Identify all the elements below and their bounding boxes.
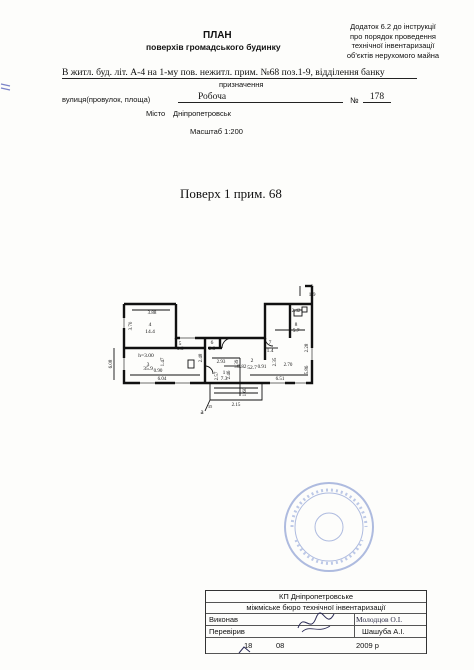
date-month: 08 (276, 641, 285, 650)
dimension-label: 2.46 (227, 370, 232, 379)
city-value: Дніпропетровськ (173, 109, 231, 118)
dimension-label: 2.42 (292, 309, 301, 314)
org-name-2: міжміське бюро технічної інвентаризації (246, 603, 386, 612)
date-year: 2009 р (356, 641, 379, 650)
room-number: 7 (269, 340, 272, 346)
room-area: 35.9 (143, 366, 153, 372)
room-number: 1 (223, 370, 226, 376)
address-description: В житл. буд. літ. А-4 на 1-му пов. нежит… (62, 67, 417, 79)
dimension-label: 2.93 (217, 360, 226, 365)
dimension-label: 5.86 (305, 365, 310, 374)
room-number: 6 (211, 340, 214, 346)
margin-mark (0, 83, 11, 91)
dimension-label: 1.60 (243, 387, 248, 396)
column-divider (354, 613, 355, 637)
street-value: Робоча (178, 92, 343, 103)
dimension-label: 0.91 (258, 365, 267, 370)
dimension-label: 1.39 (235, 359, 240, 368)
dimension-label: 2.28 (305, 343, 310, 352)
round-stamp (284, 482, 374, 572)
plan-title: ПЛАН (203, 30, 232, 41)
city-label: Місто (146, 109, 166, 118)
room-area: 1.4 (267, 348, 274, 354)
axis-number: 35 (208, 404, 213, 409)
executor-name: Молодцов О.І. (356, 615, 403, 624)
annex-block: Додаток 6.2 до інструкції про порядок пр… (330, 22, 456, 60)
scale-label: Масштаб 1:200 (190, 127, 243, 136)
executor-label: Виконав (209, 615, 239, 624)
dimension-label: 0.82 (238, 365, 247, 370)
dimension-label: 2.57 (215, 371, 220, 380)
signature-table: КП Дніпропетровське міжміське бюро техні… (205, 590, 427, 654)
org-name: КП Дніпропетровське (279, 592, 353, 601)
axis-label: a (200, 408, 204, 416)
room-number: 3 (147, 362, 150, 368)
dimension-label: 6.51 (276, 377, 285, 382)
dimension-label: 2.48 (199, 353, 204, 362)
checker-label: Перевірив (209, 627, 245, 636)
annex-line: про порядок проведення (350, 31, 436, 41)
room-number: 5 (179, 341, 182, 347)
checker-row: Перевірив Шашуба А.І. (206, 625, 426, 638)
date-mark (238, 646, 251, 654)
signature-mark (297, 612, 335, 633)
plan-subtitle: поверхів громадського будинку (146, 42, 281, 52)
dimension-label: 2.70 (284, 363, 293, 368)
number-label: № (350, 96, 359, 105)
room-area: 2.9 (209, 346, 216, 352)
org-row-2: міжміське бюро технічної інвентаризації (206, 602, 426, 614)
room-area: 1.6 (177, 346, 184, 352)
street-label: вулиця(провулок, площа) (62, 95, 151, 104)
dimension-label: 6.08 (109, 359, 114, 368)
room-area: 52.7 (247, 365, 257, 371)
org-row-1: КП Дніпропетровське (206, 591, 426, 603)
dimension-label: 2.15 (232, 403, 241, 408)
dimension-label: 1.47 (161, 357, 166, 366)
purpose-label: призначення (219, 80, 264, 89)
dimension-label: 3.88 (148, 311, 157, 316)
room-area: 14.4 (145, 329, 155, 335)
floor-title: Поверх 1 прим. 68 (180, 186, 282, 201)
dimension-label: 0.90 (154, 369, 163, 374)
ceiling-height: h=3.00 (138, 353, 154, 359)
checker-name: Шашуба А.І. (362, 627, 405, 636)
date-day: 18 (244, 641, 253, 650)
date-row: 18 08 2009 р (206, 637, 426, 654)
dimension-label: 2.35 (273, 357, 278, 366)
room-area: 5.7 (293, 328, 300, 334)
executor-row: Виконав Молодцов О.І. (206, 613, 426, 626)
room-number: 8 (295, 322, 298, 328)
room-number: 2 (251, 358, 254, 364)
floor-plan: 4 14.4 3 35.9 5 1.6 6 2.9 1 7.3 2 52.7 7… (109, 284, 316, 416)
room-number: 4 (149, 322, 152, 328)
room-area: 1.9 (309, 292, 316, 298)
annex-line: технічної інвентаризації (351, 41, 435, 50)
number-value: 178 (363, 92, 391, 103)
annex-line: Додаток 6.2 до інструкції (350, 22, 436, 31)
dimension-label: 3.70 (129, 321, 134, 330)
dimension-label: 6.04 (158, 377, 167, 382)
room-area: 7.3 (221, 376, 228, 382)
room-number: 9 (311, 284, 314, 290)
annex-line: об'єктів нерухомого майна (346, 50, 440, 60)
